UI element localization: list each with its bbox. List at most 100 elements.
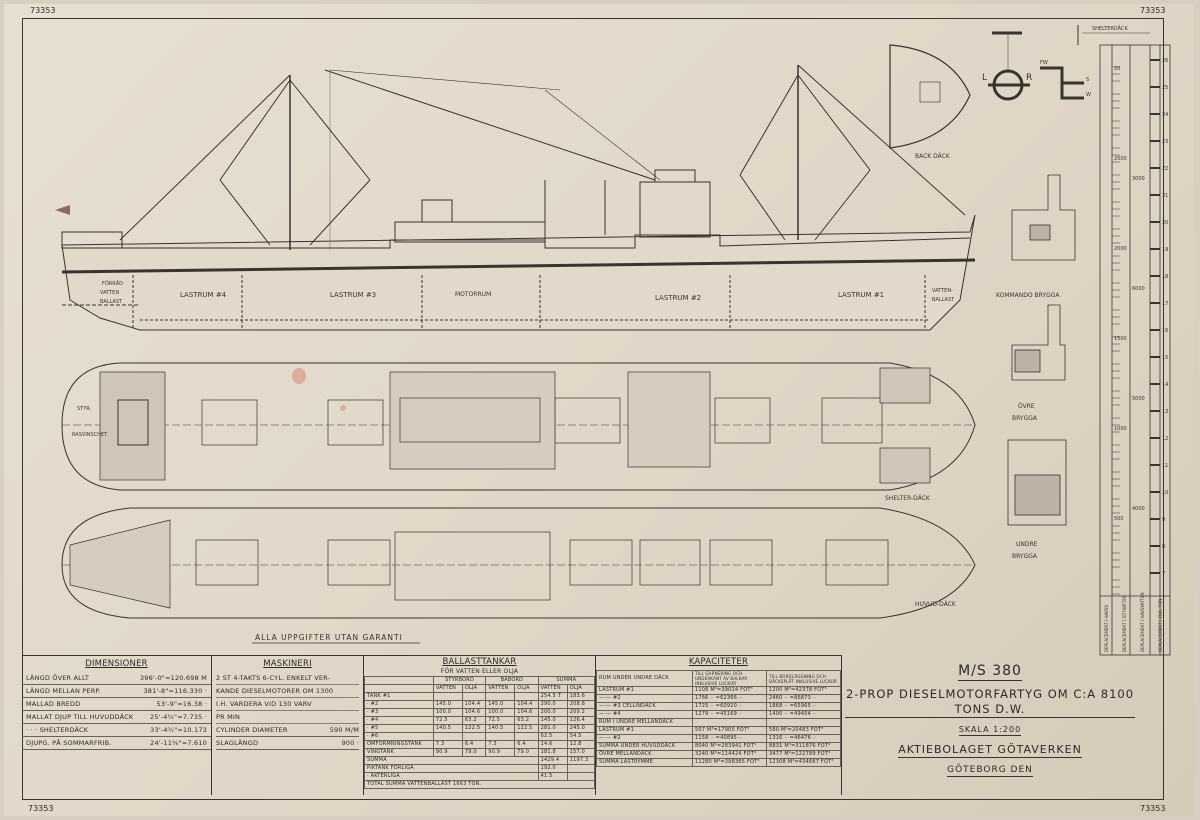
dimension-label: LÄNGD MELLAN PERP. [26, 686, 101, 695]
capacity-value-a: 1766 ·· =62366 ·· [692, 694, 767, 703]
ballast-value: 181.8 [537, 748, 568, 757]
draft-mark: 22 [1162, 166, 1168, 172]
capacity-value-a: 8040 M³=283941 FOT³ [692, 742, 767, 751]
ballast-value: 72.5 [432, 716, 463, 725]
shelter-deck-plan: STYR. RASVINSCHET SHELTER-DÄCK [61, 362, 976, 502]
capacity-value-b: 8831 M³=311876 FOT³ [766, 742, 841, 751]
scale-mark: 500 [1114, 516, 1124, 522]
label-kommando-brygga: KOMMANDO BRYGGA [996, 292, 1060, 299]
capacity-value-a: 1158 ·· =40895 ·· [692, 734, 767, 743]
draft-mark: 8 [1162, 544, 1165, 550]
machinery-table: MASKINERI 2 ST 4-TAKTS 6-CYL. ENKELT VER… [212, 655, 364, 795]
machinery-title: MASKINERI [263, 659, 312, 669]
draft-mark: 23 [1162, 139, 1168, 145]
bridge-plans: KOMMANDO BRYGGA ÖVRE BRYGGA UNDRE BRYGGA [996, 174, 1076, 560]
capacity-value-a: 1108 M³=39024 FOT³ [692, 686, 767, 695]
ship-description: 2-PROP DIESELMOTORFARTYG OM C:A 8100 TON… [845, 687, 1135, 718]
label-fw: FW [1040, 60, 1048, 66]
machinery-line: KANDE DIESELMOTORER OM 1300 [216, 685, 359, 698]
capacity-label: SUMMA LASTRYMME [596, 758, 693, 767]
ballast-total-row: TOTAL SUMMA VATTENBALLAST 1663 TON. [364, 780, 595, 789]
label-motorrum: MOTORRUM [455, 291, 491, 298]
ballast-tank-label: · #5 [364, 724, 434, 733]
cell [566, 764, 596, 773]
draft-mark: 20 [1162, 220, 1168, 226]
draft-mark: 18 [1162, 274, 1168, 280]
stain [292, 368, 306, 384]
ballast-tank-label: VINGTANK [364, 748, 434, 757]
scale-mark: 2500 [1114, 156, 1127, 162]
ballast-value: 7.3 [432, 740, 463, 749]
capacities-title: KAPACITETER [688, 657, 749, 667]
ballast-subheader-cell: VATTEN [485, 684, 516, 693]
draft-mark: 19 [1162, 247, 1168, 253]
dimension-value: 24'-11⅝"=7.610 [150, 738, 207, 747]
ballast-value: 245.0 [566, 724, 596, 733]
capacity-value-a: 1279 ·· =45169 ·· [692, 710, 767, 719]
label-lastrum-2: LASTRUM #2 [655, 294, 701, 302]
ballast-value: 12.8 [566, 740, 596, 749]
ballast-value: 63.2 [461, 716, 487, 725]
ballast-value: 145.0 [537, 716, 568, 725]
place-date: GÖTEBORG DEN [947, 765, 1033, 777]
back-deck-plan: BACK DÄCK [889, 44, 971, 160]
scale-legend: DEPLACEMENT I ENG. TON [1158, 599, 1163, 652]
label-ovre-brygga: BRYGGA [1012, 415, 1038, 422]
dimension-value: 381'-8"=116.330 · [143, 686, 207, 695]
label-rasvinschet: RASVINSCHET [72, 432, 108, 438]
machinery-value: 900 · [341, 738, 359, 747]
label-styr: STYR. [77, 406, 92, 412]
sheet-number-bottom-right: 73353 [1140, 804, 1166, 813]
ballast-value: 6.4 [461, 740, 487, 749]
ballast-value: 254.5 T [537, 692, 568, 701]
load-line-mark: L R FW S W SHELTERDÄCK [982, 25, 1150, 101]
peak-value: 41.5 [537, 772, 568, 781]
capacity-label: LASTRUM #1 [596, 726, 693, 735]
ballast-group: BABORD [485, 676, 539, 685]
scale-mark: 3000 [1132, 176, 1145, 182]
draft-mark: 11 [1162, 463, 1168, 469]
ballast-value: 122.5 [461, 724, 487, 733]
draft-mark: 13 [1162, 409, 1168, 415]
label-fore-vatten: VATTEN- [932, 288, 953, 294]
label-s: S [1086, 77, 1089, 83]
ballast-group: STYRBORD [432, 676, 487, 685]
disclaimer: ALLA UPPGIFTER UTAN GARANTI [255, 633, 403, 642]
dimension-row: LÄNGD MELLAN PERP. 381'-8"=116.330 · [22, 685, 211, 698]
ballast-tank-label: TANK #1 [364, 692, 434, 701]
capacity-label: —·— #3 CELLINDÄCK [596, 702, 693, 711]
label-ovre: ÖVRE [1018, 403, 1035, 410]
ballast-tank-label: OMFORMNINGSTANK [364, 740, 434, 749]
draft-mark: 7 [1162, 571, 1165, 577]
drawing-frame [22, 18, 1164, 800]
capacity-label: RUM I UNDRE MELLANDÄCK [596, 718, 693, 727]
label-lastrum-3: LASTRUM #3 [330, 291, 376, 299]
sheet-number-top-left: 73353 [30, 6, 56, 15]
ballast-value: 145.0 [485, 700, 516, 709]
label-huvud-deck: HUVUD-DÄCK [915, 601, 957, 608]
label-undre: UNDRE [1016, 541, 1038, 548]
scale-mark: 6000 [1132, 286, 1145, 292]
dimension-label: · · · SHELTERDÄCK [26, 725, 89, 734]
ballast-value: 104.6 [461, 708, 487, 717]
dimension-label: DJUPG. PÅ SOMMARFRIB. [26, 738, 112, 747]
ballast-tank-label: · #4 [364, 716, 434, 725]
label-lastrum-1: LASTRUM #1 [838, 291, 884, 299]
ballast-value [461, 692, 487, 701]
capacity-label: —·— #2 [596, 694, 693, 703]
draft-mark: 26 [1162, 58, 1168, 64]
ballast-tank-label: · #3 [364, 708, 434, 717]
ballast-tanks-table: BALLASTTANKAR FÖR VATTEN ELLER OLJA STYR… [364, 655, 596, 795]
displacement-scale: 2625242322212019181716151413121110987202… [1099, 44, 1171, 656]
scale-mark: 1000 [1114, 426, 1127, 432]
